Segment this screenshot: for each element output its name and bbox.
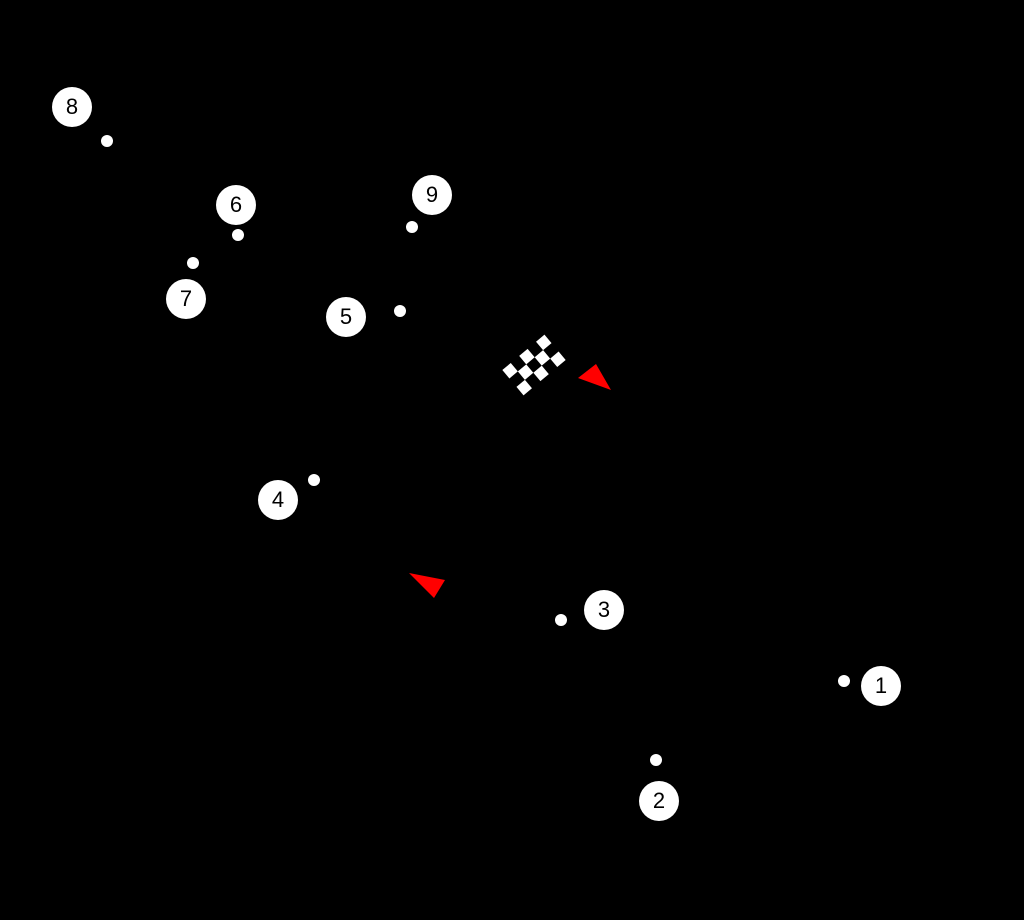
corner-marker-9[interactable]: 9 bbox=[412, 175, 452, 215]
flag-cell bbox=[536, 334, 552, 351]
apex-dot bbox=[555, 614, 567, 626]
corner-marker-7[interactable]: 7 bbox=[166, 279, 206, 319]
apex-dot bbox=[308, 474, 320, 486]
checkered-flag-group bbox=[502, 334, 566, 396]
corner-marker-5[interactable]: 5 bbox=[326, 297, 366, 337]
flag-cell bbox=[534, 350, 551, 366]
apex-dot bbox=[650, 754, 662, 766]
apex-dot bbox=[838, 675, 850, 687]
apex-dot bbox=[101, 135, 113, 147]
flag-cell bbox=[533, 365, 549, 382]
flag-cell bbox=[519, 348, 535, 365]
corner-marker-8[interactable]: 8 bbox=[52, 87, 92, 127]
apex-dot bbox=[187, 257, 199, 269]
apex-dot bbox=[406, 221, 418, 233]
direction-arrow-south bbox=[409, 573, 445, 598]
flag-cell bbox=[516, 379, 532, 396]
flag-cell bbox=[502, 362, 518, 379]
corner-marker-6[interactable]: 6 bbox=[216, 185, 256, 225]
corner-marker-2[interactable]: 2 bbox=[639, 781, 679, 821]
corner-marker-1[interactable]: 1 bbox=[861, 666, 901, 706]
apex-dot bbox=[232, 229, 244, 241]
direction-arrow-north bbox=[578, 364, 611, 390]
flag-cell bbox=[517, 364, 534, 380]
corner-marker-4[interactable]: 4 bbox=[258, 480, 298, 520]
apex-dot bbox=[394, 305, 406, 317]
corner-marker-3[interactable]: 3 bbox=[584, 590, 624, 630]
flag-cell bbox=[550, 351, 566, 368]
